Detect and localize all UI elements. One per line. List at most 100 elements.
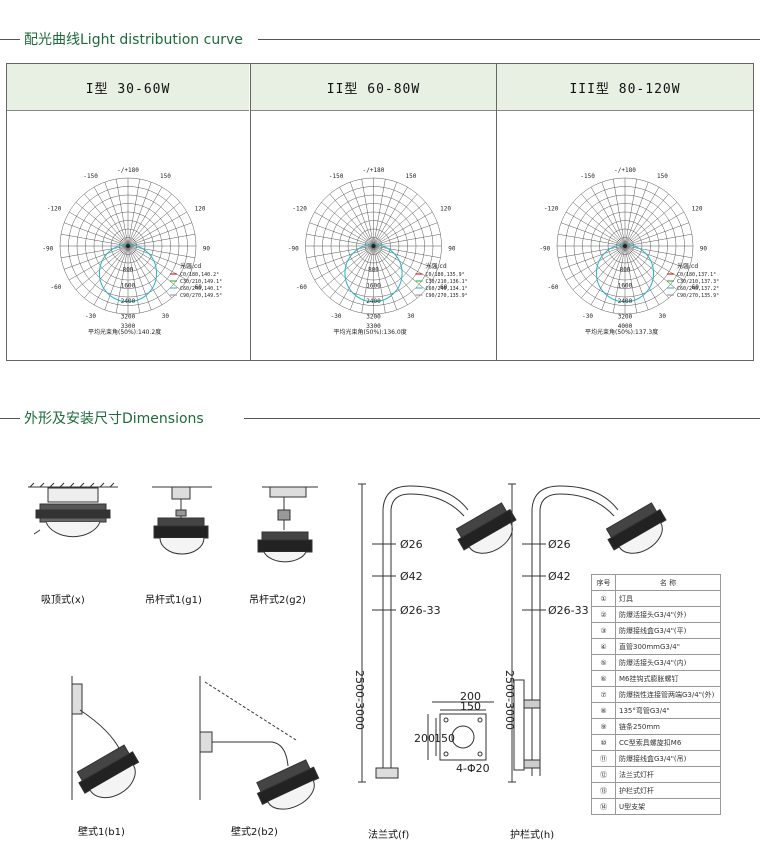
- pole-height-label: 2500-3000: [503, 670, 516, 730]
- caption-wall-1: 壁式1(b1): [78, 827, 125, 838]
- pendant-mount-1-drawing: [152, 486, 212, 555]
- angle-tick-label: -30: [331, 313, 342, 320]
- caption-guardrail: 护栏式(h): [510, 830, 555, 841]
- part-name: 防爆活接头G3/4"(外): [615, 606, 721, 623]
- legend-title: 光强:cd: [426, 262, 447, 270]
- avg-beam-angle: 平均光束角(50%):140.2度: [88, 328, 161, 336]
- angle-tick-label: 30: [162, 313, 170, 320]
- pole-dim-d26: Ø26: [400, 538, 423, 551]
- angle-tick-label: 60: [195, 284, 203, 291]
- flange-width-outer: 200: [460, 690, 481, 703]
- ceiling-mount-drawing: [28, 482, 118, 538]
- part-name: 灯具: [615, 590, 721, 607]
- part-number: ⑩: [591, 734, 616, 751]
- angle-tick-label: 90: [448, 246, 456, 253]
- part-number: ⑪: [591, 750, 616, 767]
- avg-beam-angle: 平均光束角(50%):137.3度: [585, 328, 658, 336]
- pole-dim-d42: Ø42: [548, 570, 571, 583]
- angle-tick-label: 150: [160, 173, 171, 180]
- ring-value-label: 3200: [366, 314, 381, 321]
- part-name: 法兰式灯杆: [615, 766, 721, 783]
- caption-ceiling: 吸顶式(x): [41, 595, 85, 606]
- legend-entry: C90/270,149.5°: [180, 293, 222, 299]
- part-number: ⑫: [591, 766, 616, 783]
- pendant-mount-2-drawing: [257, 486, 318, 563]
- center-dot: [371, 244, 376, 248]
- ring-value-label: 2400: [121, 298, 136, 305]
- angle-tick-label: -30: [582, 313, 593, 320]
- part-name: U型支架: [615, 798, 721, 815]
- angle-tick-label: 120: [195, 206, 206, 213]
- part-number: ③: [591, 622, 616, 639]
- part-number: ⑧: [591, 702, 616, 719]
- legend-entry: C0/180,137.1°: [677, 272, 716, 278]
- part-name: 防爆接线盒G3/4"(平): [615, 622, 721, 639]
- part-number: ⑦: [591, 686, 616, 703]
- part-number: ①: [591, 590, 616, 607]
- part-number: ④: [591, 638, 616, 655]
- part-name: 防爆活接头G3/4"(内): [615, 654, 721, 671]
- legend-title: 光强:cd: [677, 262, 698, 270]
- part-number: ②: [591, 606, 616, 623]
- ring-value-label: 3200: [618, 314, 633, 321]
- caption-pendant-2: 吊杆式2(g2): [249, 595, 306, 606]
- angle-tick-label: -150: [580, 173, 595, 180]
- legend-entry: C60/240,137.2°: [677, 286, 719, 292]
- angle-tick-label: -120: [292, 206, 307, 213]
- part-name: 链条250mm: [615, 718, 721, 735]
- panel-title: I型 30-60W: [7, 64, 249, 111]
- angle-tick-label: 120: [440, 206, 451, 213]
- flange-height-inner: 150: [434, 732, 455, 745]
- angle-tick-label: -120: [47, 206, 62, 213]
- part-number: ⑨: [591, 718, 616, 735]
- angle-tick-label: -30: [85, 313, 96, 320]
- angle-tick-label: -90: [288, 246, 299, 253]
- avg-beam-angle: 平均光束角(50%):136.0度: [334, 328, 407, 336]
- legend-entry: C60/240,140.1°: [180, 286, 222, 292]
- angle-tick-label: -/+180: [363, 167, 385, 174]
- dimension-drawings: Ø26 Ø42 Ø26-33 2500-3000 Ø26 Ø42 Ø26-33 …: [28, 482, 667, 810]
- angle-tick-label: 60: [440, 284, 448, 291]
- header-cell: 名 称: [615, 574, 721, 591]
- part-name: 防爆挠性连接管两端G3/4"(外): [615, 686, 721, 703]
- ring-value-label: 800: [123, 267, 134, 274]
- header-rule-left: [0, 39, 20, 40]
- parts-table-header: 序号名 称: [591, 574, 721, 591]
- ring-value-label: 1600: [618, 282, 633, 289]
- panel-title: III型 80-120W: [497, 64, 753, 111]
- part-number: ⑬: [591, 782, 616, 799]
- section-title: 配光曲线Light distribution curve: [24, 32, 243, 48]
- ring-value-label: 3200: [121, 314, 136, 321]
- part-name: 135°弯管G3/4": [615, 702, 721, 719]
- caption-pendant-1: 吊杆式1(g1): [145, 595, 202, 606]
- angle-tick-label: -60: [296, 284, 307, 291]
- angle-tick-label: -150: [83, 173, 98, 180]
- max-value-label: 3300: [366, 323, 381, 330]
- flange-hole-label: 4-Φ20: [456, 762, 490, 775]
- pole-dim-d26: Ø26: [548, 538, 571, 551]
- section-title: 外形及安装尺寸Dimensions: [24, 411, 204, 427]
- part-name: CC型索具螺旋扣M6: [615, 734, 721, 751]
- light-distribution-panels: I型 30-60W -/+180 -150 150 -120 120 -90 90 -60 60…: [6, 63, 754, 361]
- part-number: ⑤: [591, 654, 616, 671]
- header-rule-right: [244, 418, 760, 419]
- angle-tick-label: 60: [692, 284, 700, 291]
- ring-value-label: 2400: [366, 298, 381, 305]
- flange-height-outer: 200: [414, 732, 435, 745]
